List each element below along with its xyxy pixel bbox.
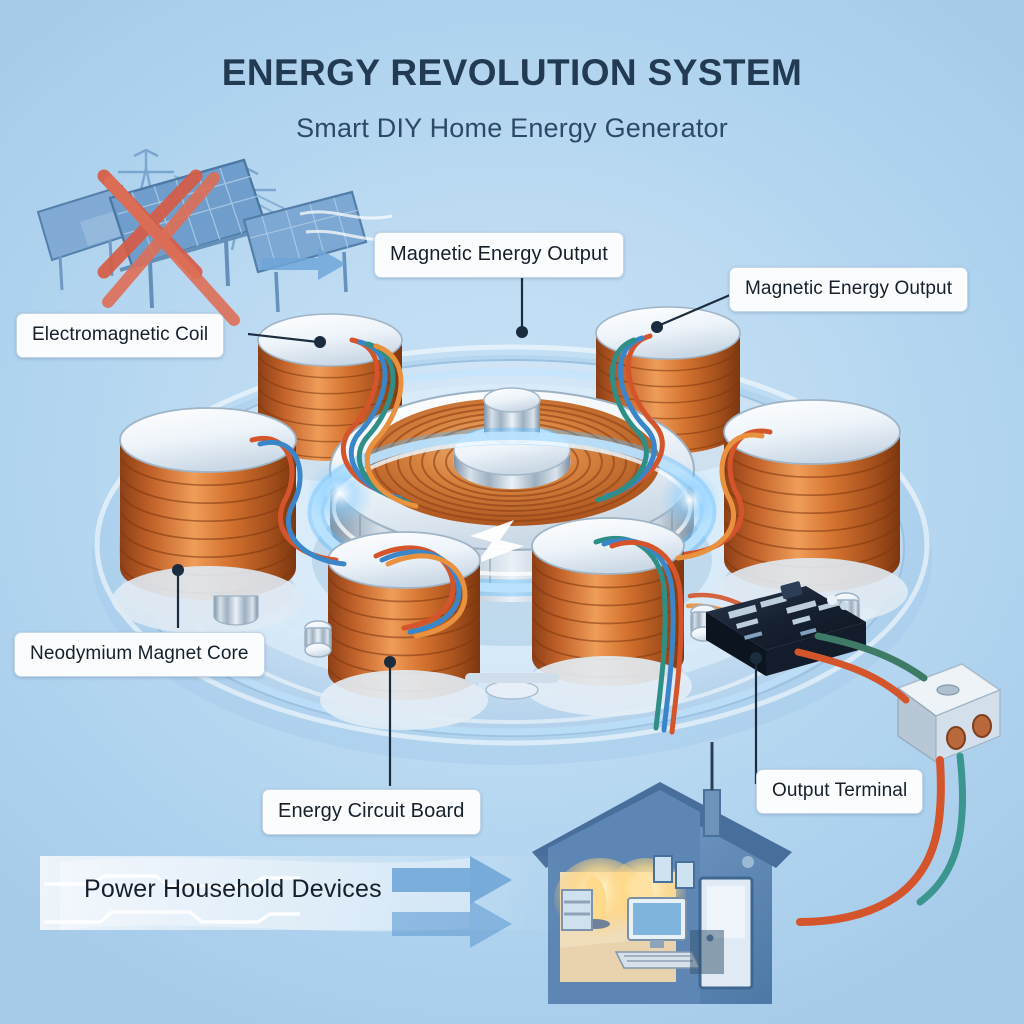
label-magnetic-energy-output-right[interactable]: Magnetic Energy Output: [729, 267, 969, 312]
label-power-household-devices: Power Household Devices: [84, 875, 382, 903]
label-output-terminal[interactable]: Output Terminal: [756, 769, 924, 814]
coil-front-right: [524, 517, 692, 716]
leader-lines: [172, 278, 762, 786]
coil-mid-left: [112, 407, 304, 634]
flow-arrow: [392, 856, 512, 948]
coil-front-left: [320, 531, 488, 730]
power-flow-band: [40, 856, 560, 948]
output-terminal-box: [794, 632, 1002, 926]
household-cutaway: [532, 742, 792, 1004]
label-electromagnetic-coil[interactable]: Electromagnetic Coil: [16, 313, 225, 358]
source-flow-arrow: [262, 248, 346, 280]
page-subtitle: Smart DIY Home Energy Generator: [296, 113, 728, 143]
platform-hardware: [213, 592, 860, 700]
label-magnetic-energy-output-top[interactable]: Magnetic Energy Output: [374, 232, 624, 278]
label-energy-circuit-board[interactable]: Energy Circuit Board: [262, 789, 481, 835]
label-neodymium-magnet-core[interactable]: Neodymium Magnet Core: [14, 632, 265, 677]
rejected-energy-sources: [36, 148, 399, 326]
page-title: ENERGY REVOLUTION SYSTEM: [221, 52, 803, 93]
computer-icon: [614, 897, 702, 969]
energy-circuit-board: [706, 581, 866, 676]
